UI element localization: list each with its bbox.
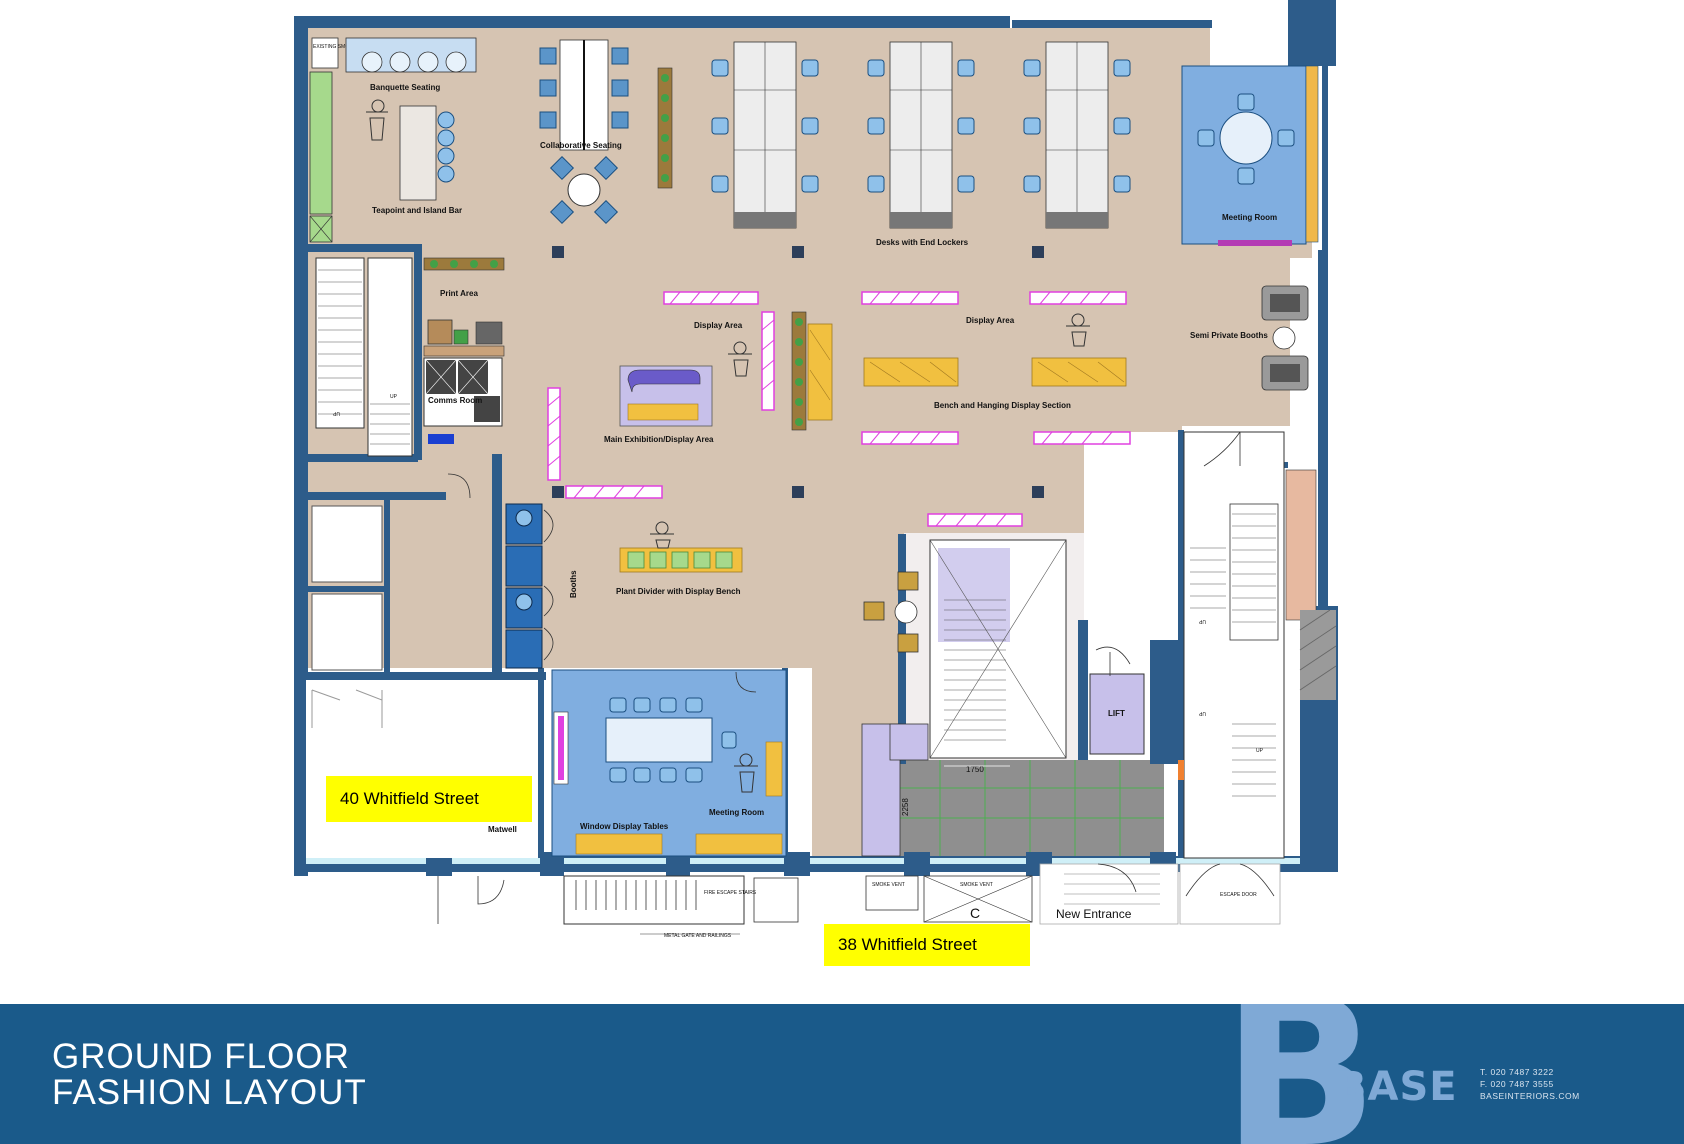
smoke-vent-label-1: SMOKE VENT xyxy=(872,882,905,888)
stair-up-label-2: UP xyxy=(390,394,398,400)
collab-label: Collaborative Seating xyxy=(540,141,622,150)
desks-label: Desks with End Lockers xyxy=(876,238,969,247)
print-area-label: Print Area xyxy=(440,289,478,298)
booth xyxy=(505,503,543,669)
street-label-38: 38 Whitfield Street xyxy=(824,924,1030,966)
left-stair xyxy=(315,257,365,429)
lift-label: LIFT xyxy=(1108,709,1125,718)
desk-cluster-1 xyxy=(733,41,797,229)
street-label-40: 40 Whitfield Street xyxy=(326,776,532,822)
desk-cluster-3 xyxy=(1045,41,1109,229)
banquette-label: Banquette Seating xyxy=(370,83,440,92)
stair-up-label-4: UP xyxy=(1198,710,1206,716)
fire-escape-stairs xyxy=(563,875,745,925)
display-rail xyxy=(547,291,1131,527)
display-bench xyxy=(807,323,1127,421)
meeting-room-bottom-label: Meeting Room xyxy=(709,808,764,817)
fire-escape-label: FIRE ESCAPE STAIRS xyxy=(704,890,757,896)
contact-phone: T. 020 7487 3222 xyxy=(1480,1067,1554,1077)
desk-cluster-2 xyxy=(889,41,953,229)
matwell-label: Matwell xyxy=(488,825,517,834)
person-icon xyxy=(650,521,674,549)
comms-room-label: Comms Room xyxy=(428,396,482,405)
layout-title-line2: FASHION LAYOUT xyxy=(52,1073,367,1112)
lift xyxy=(1089,673,1145,755)
semi-booths-label: Semi Private Booths xyxy=(1190,331,1268,340)
stair-up-label-3: UP xyxy=(1198,618,1206,624)
layout-title-line1: GROUND FLOOR xyxy=(52,1037,350,1076)
person-icon xyxy=(366,99,388,141)
base-logo-letter: B xyxy=(1222,1004,1378,1144)
footer-banner: GROUND FLOOR FASHION LAYOUT B BASE T. 02… xyxy=(0,1004,1684,1144)
plant-divider-label: Plant Divider with Display Bench xyxy=(616,587,741,596)
contact-fax: F. 020 7487 3555 xyxy=(1480,1079,1554,1089)
main-exhibition-label: Main Exhibition/Display Area xyxy=(604,435,714,444)
island-bar xyxy=(399,105,437,201)
floor-plan: UP UP EXISTING SMOKE VENTS Banquette Sea… xyxy=(294,0,1338,939)
smoke-vent-label-2: SMOKE VENT xyxy=(960,882,993,888)
new-entrance-label: New Entrance xyxy=(1056,907,1132,921)
base-logo-text: BASE xyxy=(1336,1064,1458,1110)
stair-up-label-1: UP xyxy=(332,410,340,416)
column xyxy=(552,246,1044,498)
dimension-horizontal: 1750 xyxy=(966,765,984,774)
street-label-38-text: 38 Whitfield Street xyxy=(838,935,977,954)
contact-web: BASEINTERIORS.COM xyxy=(1480,1091,1580,1101)
kitchen-counter xyxy=(309,71,333,215)
booths-label: Booths xyxy=(569,570,578,598)
person-icon xyxy=(734,753,758,793)
dimension-vertical: 2258 xyxy=(901,798,910,816)
base-logo: B BASE xyxy=(1222,1004,1458,1144)
display-area-label-2: Display Area xyxy=(966,316,1015,325)
right-stair xyxy=(1183,431,1285,859)
teapoint-label: Teapoint and Island Bar xyxy=(372,206,462,215)
metal-gate-label: METAL GATE AND RAILINGS xyxy=(664,933,732,939)
person-icon xyxy=(728,341,752,377)
stair-up-label-5: UP xyxy=(1256,748,1264,754)
meeting-room-top-label: Meeting Room xyxy=(1222,213,1277,222)
display-area-label-1: Display Area xyxy=(694,321,743,330)
escape-door-label: ESCAPE DOOR xyxy=(1220,892,1257,898)
window-tables-label: Window Display Tables xyxy=(580,822,669,831)
street-label-40-text: 40 Whitfield Street xyxy=(340,789,479,808)
bench-display-label: Bench and Hanging Display Section xyxy=(934,401,1071,410)
smoke-vent-note: EXISTING SMOKE VENTS xyxy=(313,44,375,50)
person-icon xyxy=(1066,313,1090,347)
centerline-label: C xyxy=(970,905,980,921)
